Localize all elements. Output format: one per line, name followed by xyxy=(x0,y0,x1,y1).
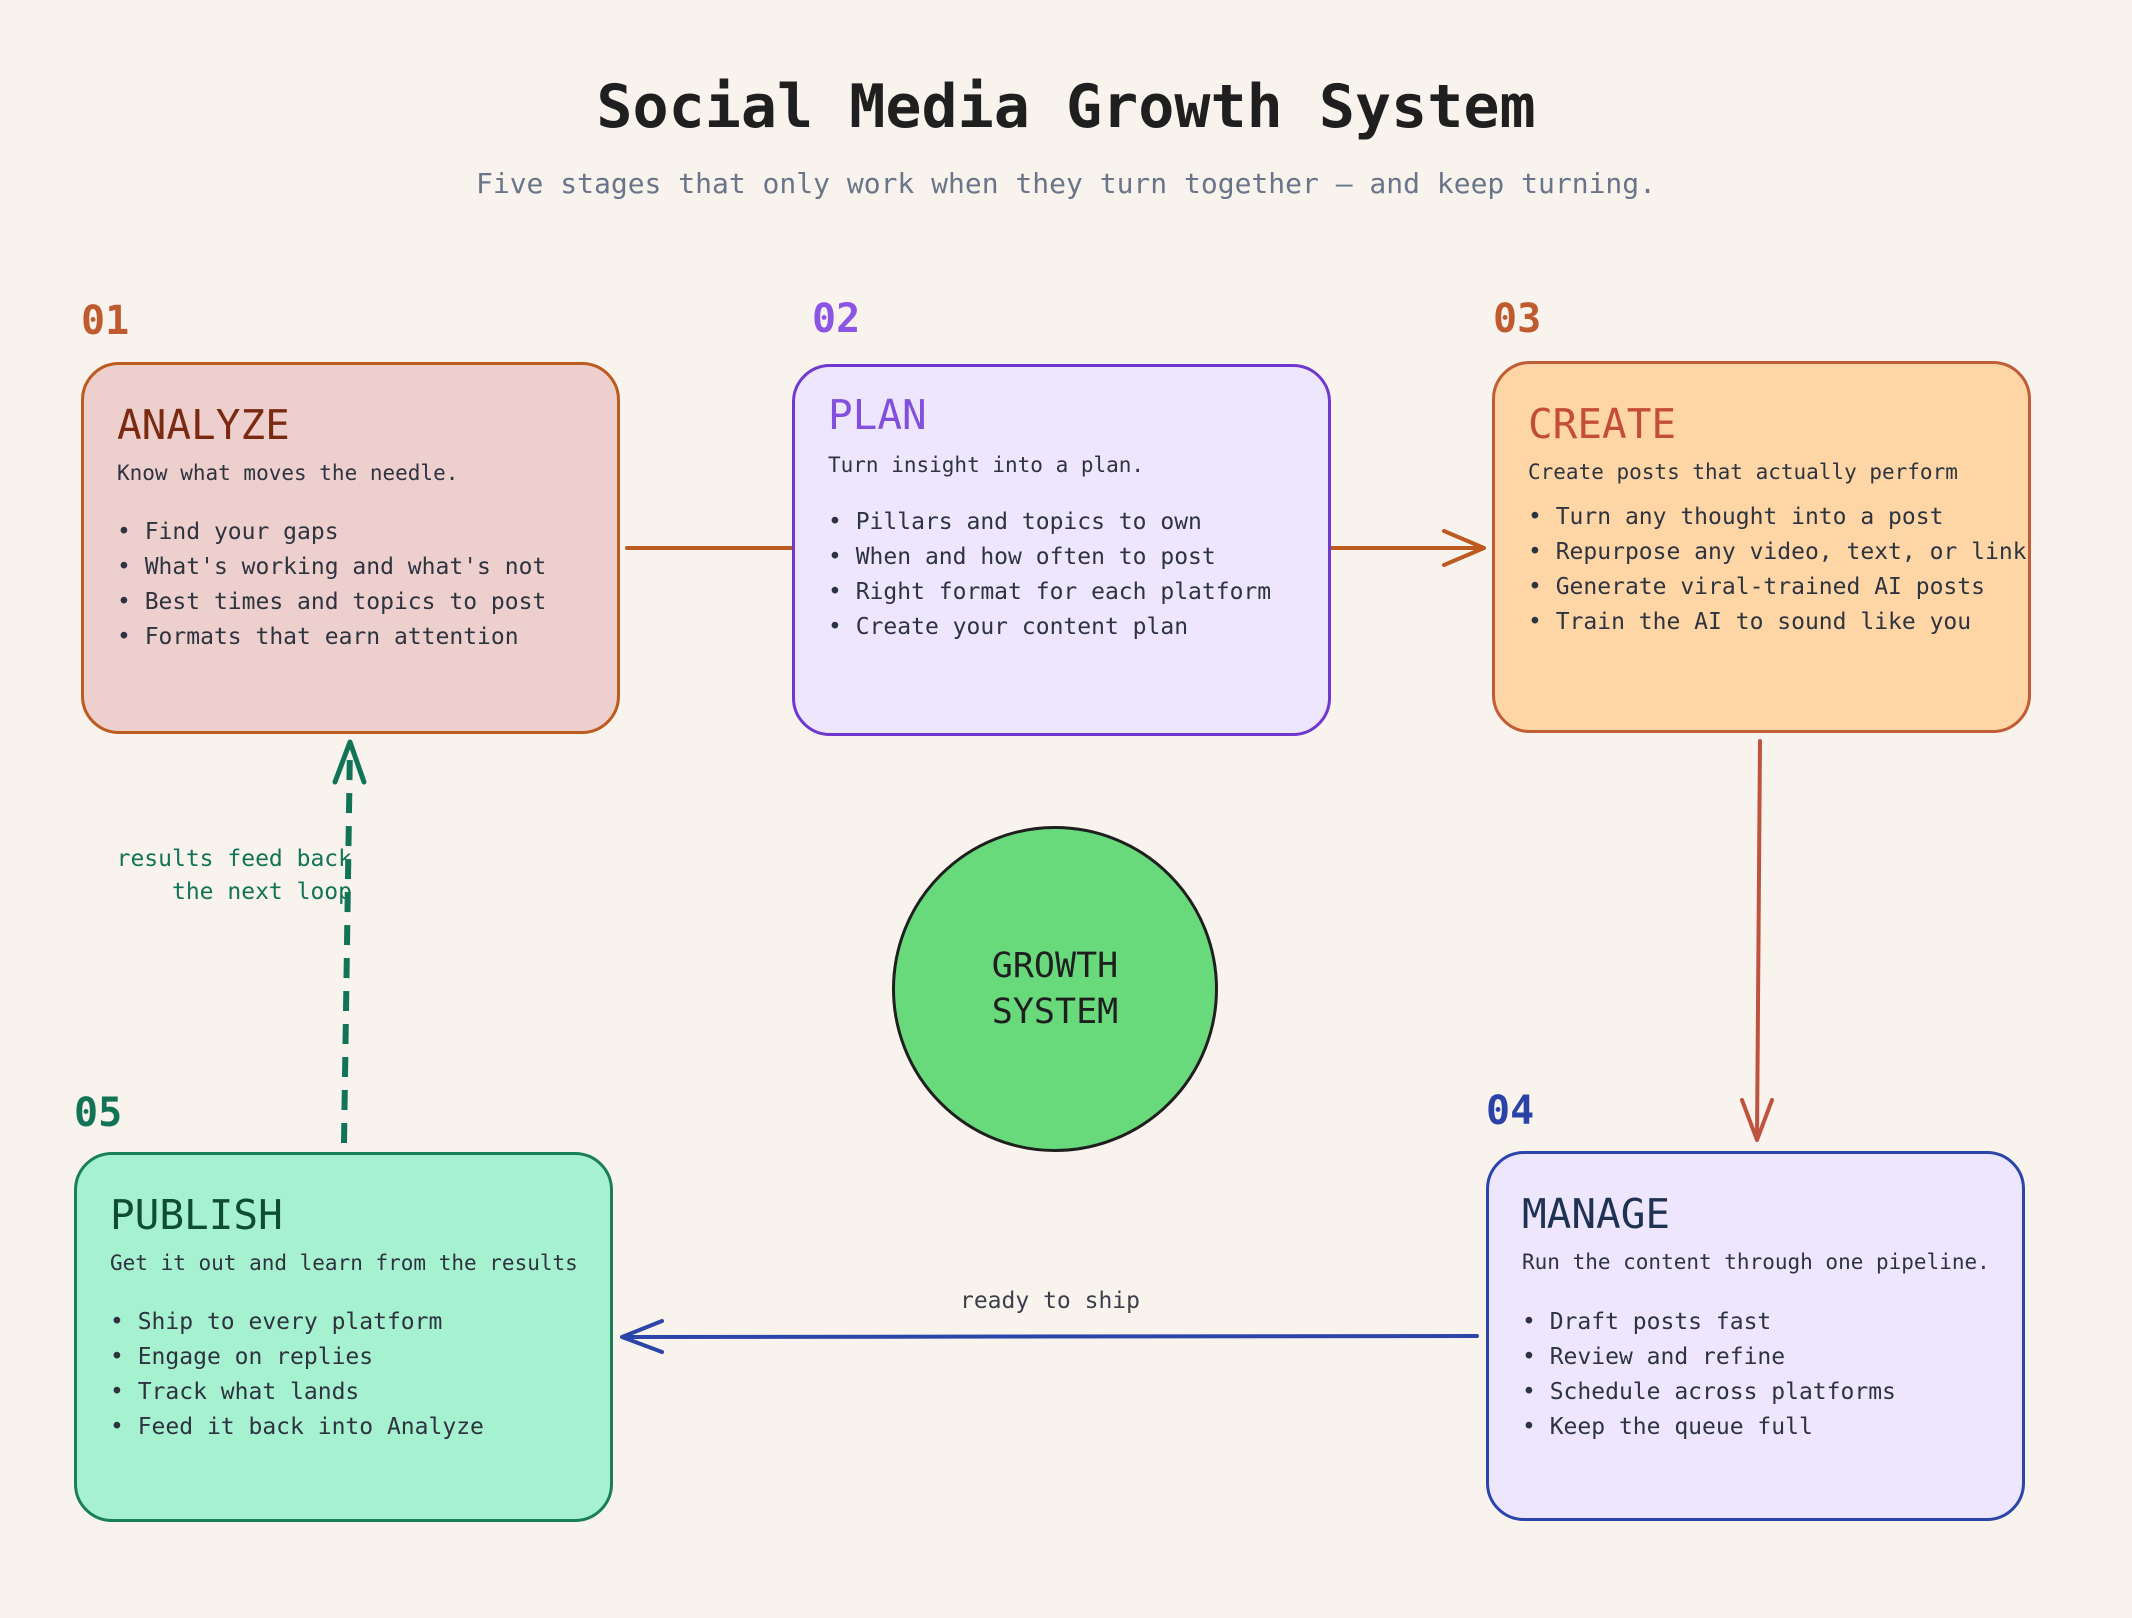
stage-number-create: 03 xyxy=(1493,296,1542,342)
stage-items-create: Turn any thought into a post Repurpose a… xyxy=(1528,500,2027,640)
arrowhead-manage-publish xyxy=(620,1319,664,1354)
stage-description-plan: Turn insight into a plan. xyxy=(828,453,1145,477)
stage-description-publish: Get it out and learn from the results xyxy=(110,1251,578,1275)
list-item: Review and refine xyxy=(1522,1340,1896,1375)
edge-publish-analyze xyxy=(341,744,353,1144)
list-item: Pillars and topics to own xyxy=(828,505,1271,540)
list-item: Formats that earn attention xyxy=(117,620,546,655)
stage-number-plan: 02 xyxy=(812,296,861,342)
list-item: Engage on replies xyxy=(110,1340,484,1375)
stage-number-manage: 04 xyxy=(1486,1088,1535,1134)
stage-items-manage: Draft posts fast Review and refine Sched… xyxy=(1522,1305,1896,1445)
growth-system-hub: GROWTH SYSTEM xyxy=(892,826,1218,1152)
list-item: Repurpose any video, text, or link xyxy=(1528,535,2027,570)
list-item: When and how often to post xyxy=(828,540,1271,575)
stage-items-publish: Ship to every platform Engage on replies… xyxy=(110,1305,484,1445)
arrowhead-publish-analyze xyxy=(332,739,367,785)
stage-title-plan: PLAN xyxy=(828,391,927,439)
arrowhead-plan-create xyxy=(1442,529,1486,567)
diagram-subtitle: Five stages that only work when they tur… xyxy=(475,167,1657,200)
stage-title-analyze: ANALYZE xyxy=(117,401,290,449)
list-item: Train the AI to sound like you xyxy=(1528,605,2027,640)
stage-items-analyze: Find your gaps What's working and what's… xyxy=(117,515,547,655)
stage-title-manage: MANAGE xyxy=(1522,1190,1671,1238)
list-item: Find your gaps xyxy=(117,515,546,550)
list-item: Generate viral-trained AI posts xyxy=(1528,570,2027,605)
stage-card-publish: PUBLISH Get it out and learn from the re… xyxy=(74,1152,613,1522)
stage-description-manage: Run the content through one pipeline. xyxy=(1522,1250,1990,1274)
stage-card-plan: PLAN Turn insight into a plan. Pillars a… xyxy=(792,364,1331,736)
edge-label-ready-to-ship: ready to ship xyxy=(959,1288,1140,1314)
hub-label: GROWTH SYSTEM xyxy=(991,946,1119,1032)
list-item: Turn any thought into a post xyxy=(1528,500,2027,535)
stage-description-analyze: Know what moves the needle. xyxy=(117,461,459,485)
list-item: Feed it back into Analyze xyxy=(110,1410,484,1445)
stage-items-plan: Pillars and topics to own When and how o… xyxy=(828,505,1271,645)
stage-card-analyze: ANALYZE Know what moves the needle. Find… xyxy=(81,362,620,734)
arrowhead-create-manage xyxy=(1740,1098,1774,1142)
list-item: Right format for each platform xyxy=(828,575,1271,610)
list-item: Create your content plan xyxy=(828,610,1271,645)
stage-title-publish: PUBLISH xyxy=(110,1191,283,1239)
edge-create-manage xyxy=(1755,739,1762,1140)
stage-number-publish: 05 xyxy=(74,1090,123,1136)
stage-description-create: Create posts that actually perform xyxy=(1528,460,1958,484)
list-item: Draft posts fast xyxy=(1522,1305,1896,1340)
stage-number-analyze: 01 xyxy=(81,298,130,344)
list-item: What's working and what's not xyxy=(117,550,547,585)
list-item: Ship to every platform xyxy=(110,1305,484,1340)
stage-card-create: CREATE Create posts that actually perfor… xyxy=(1492,361,2031,733)
stage-title-create: CREATE xyxy=(1528,400,1677,448)
diagram-title: Social Media Growth System xyxy=(596,72,1536,142)
list-item: Best times and topics to post xyxy=(117,585,547,620)
edge-label-results-feed-back: results feed back the next loop xyxy=(116,846,352,905)
stage-card-manage: MANAGE Run the content through one pipel… xyxy=(1486,1151,2025,1521)
list-item: Keep the queue full xyxy=(1522,1410,1896,1445)
edge-manage-publish xyxy=(623,1334,1479,1339)
list-item: Schedule across platforms xyxy=(1522,1375,1896,1410)
list-item: Track what lands xyxy=(110,1375,484,1410)
